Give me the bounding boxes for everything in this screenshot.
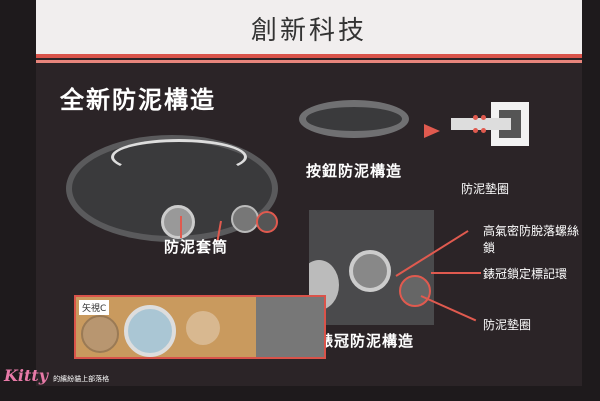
gasket-diagram (451, 100, 531, 150)
label-crown-mark: 錶冠鎖定標記環 (483, 267, 568, 281)
arrow-right-icon (424, 124, 440, 138)
label-button: 按鈕防泥構造 (306, 162, 403, 180)
crown-structure-image (309, 210, 434, 325)
mud-test-photo: 矢視C (74, 295, 326, 359)
watermark-logo-text: Kitty (4, 366, 49, 385)
presentation-slide: 創新科技 全新防泥構造 防泥套筒 按鈕防泥構造 防泥墊圈 高氣密防脫落螺絲鎖 錶… (36, 0, 582, 386)
slide-header: 創新科技 (36, 0, 582, 56)
header-stripe-light (36, 60, 582, 63)
slide-title: 創新科技 (250, 16, 367, 46)
button-structure-image (294, 95, 414, 145)
label-screw-lock: 高氣密防脫落螺絲鎖 (483, 224, 580, 255)
label-crown: 錶冠防泥構造 (318, 332, 415, 350)
watermark-logo: Kitty 的繽紛貓上部落格 (4, 366, 109, 385)
arrow (431, 272, 481, 274)
arrow (180, 216, 182, 238)
label-gasket-top: 防泥墊圈 (461, 182, 510, 196)
header-stripe (36, 54, 582, 58)
watermark-tagline: 的繽紛貓上部落格 (53, 375, 110, 383)
label-gasket-bottom: 防泥墊圈 (483, 318, 532, 332)
slide-heading: 全新防泥構造 (60, 86, 216, 114)
label-sleeve: 防泥套筒 (164, 238, 229, 256)
photo-caption: 矢視C (79, 300, 110, 315)
watch-bezel-image (56, 125, 278, 242)
